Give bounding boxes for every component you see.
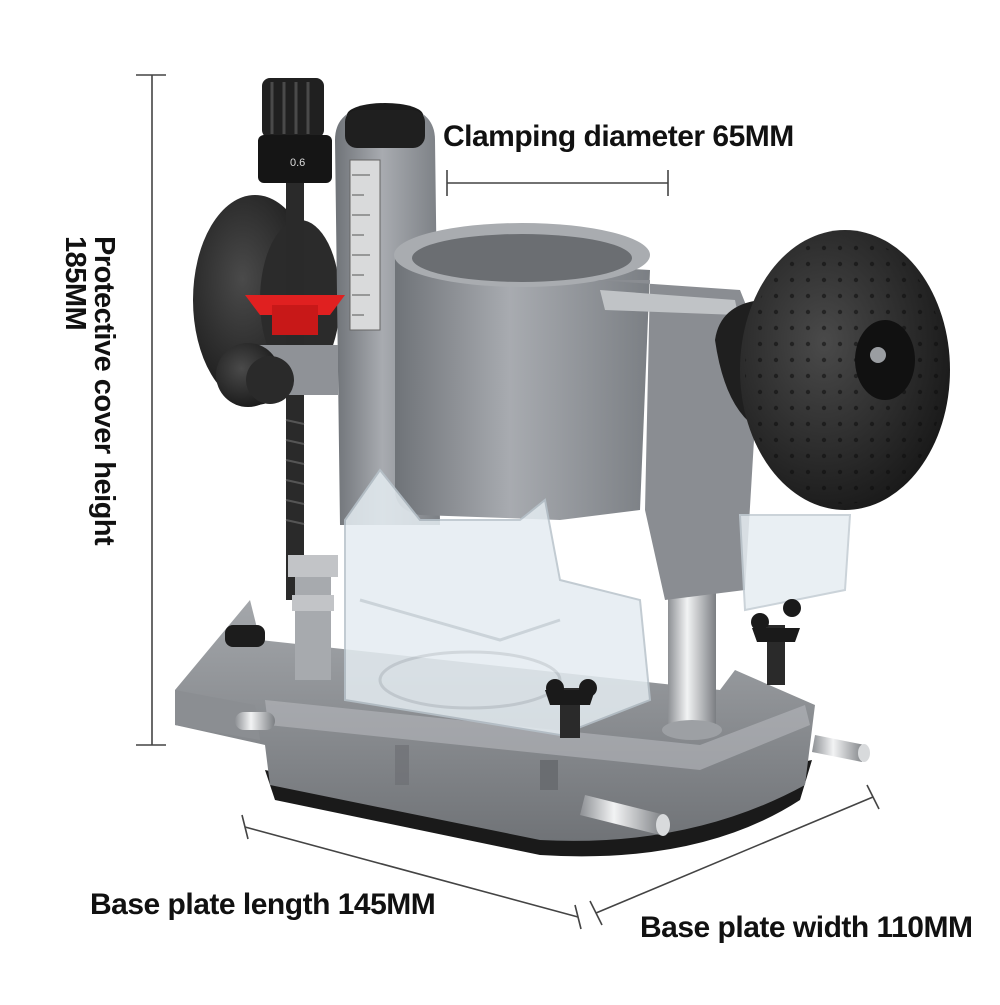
cover-height-label-line1: Protective cover height bbox=[88, 236, 120, 546]
cover-height-label: Protective cover height 185MM bbox=[59, 236, 120, 546]
clamping-diameter-label: Clamping diameter 65MM bbox=[443, 120, 794, 153]
clamping-dimension-line bbox=[446, 170, 669, 196]
base-length-label: Base plate length 145MM bbox=[90, 888, 436, 921]
lock-knob bbox=[216, 343, 338, 407]
wing-screws bbox=[225, 555, 801, 738]
cover-height-label-line2: 185MM bbox=[59, 236, 91, 331]
clear-protective-cover bbox=[344, 468, 852, 737]
guide-rods bbox=[235, 712, 870, 836]
right-handle-knob bbox=[715, 230, 950, 510]
red-depth-stopper bbox=[245, 295, 345, 335]
length-dimension-line bbox=[241, 814, 582, 930]
base-width-label: Base plate width 110MM bbox=[640, 911, 973, 944]
width-dimension-line bbox=[589, 784, 880, 926]
motor-housing bbox=[394, 223, 760, 600]
svg-text:0.6: 0.6 bbox=[290, 157, 305, 169]
height-dimension-line bbox=[136, 74, 166, 746]
